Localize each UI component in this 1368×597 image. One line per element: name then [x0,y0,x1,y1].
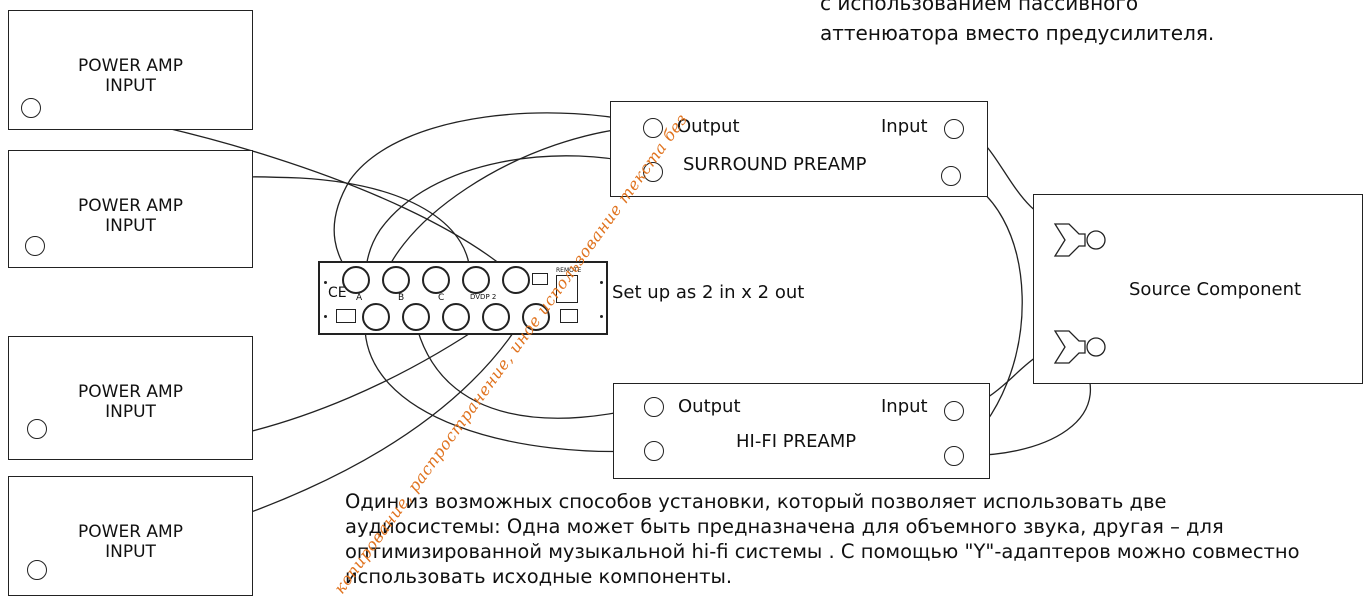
input-label-a: A [356,293,363,303]
input-label-c: C [438,293,445,303]
input-label-b: B [398,293,405,303]
preamp-title: HI-FI PREAMP [736,431,857,452]
caption-text: Один из возможных способов установки, ко… [345,490,1300,588]
knob-top-1[interactable] [342,266,370,294]
knob-top-4[interactable] [462,266,490,294]
screw-icon [324,315,327,318]
knob-top-3[interactable] [422,266,450,294]
cable [364,319,656,453]
input-label: Input [881,396,928,417]
input-jack-2[interactable] [944,446,964,466]
power-amp-subtitle: INPUT [105,216,156,236]
ce-mark: CE [328,285,347,301]
surround-preamp: Output Input SURROUND PREAMP [610,101,988,197]
power-amp-input-jack[interactable] [27,419,47,439]
source-component: Source Component [1033,194,1363,384]
output-label: Output [677,116,740,137]
knob-bottom-2[interactable] [402,303,430,331]
output-jack-1[interactable] [643,118,663,138]
input-label-dvdp: DVDP 2 [470,293,497,301]
top-note-line2: аттенюатора вместо предусилителя. [820,21,1215,45]
output-jack-2[interactable] [644,441,664,461]
input-jack-1[interactable] [944,401,964,421]
power-icon [336,309,356,323]
output-jack-1[interactable] [644,397,664,417]
output-jack-2[interactable] [643,162,663,182]
switch-icon [532,273,548,285]
output-label: Output [678,396,741,417]
setup-label: Set up as 2 in x 2 out [612,282,805,303]
screw-icon [600,315,603,318]
power-amp-subtitle: INPUT [105,542,156,562]
remote-window [556,275,578,303]
y-adapter-icon [1053,330,1106,364]
power-amp-title: POWER AMP [78,56,183,76]
jack-port [560,309,578,323]
knob-top-2[interactable] [382,266,410,294]
hifi-preamp: Output Input HI-FI PREAMP [613,383,990,479]
input-jack-2[interactable] [941,166,961,186]
power-amp-subtitle: INPUT [105,76,156,96]
knob-bottom-3[interactable] [442,303,470,331]
switcher-unit: CE A B C DVDP 2 REMOTE [318,261,608,335]
input-label: Input [881,116,928,137]
knob-top-5[interactable] [502,266,530,294]
input-jack-1[interactable] [944,119,964,139]
remote-label: REMOTE [556,267,582,274]
screw-icon [324,281,327,284]
top-note: с использованием пассивного аттенюатора … [820,0,1214,48]
cable [333,112,656,276]
power-amp-input-jack[interactable] [21,98,41,118]
preamp-title: SURROUND PREAMP [683,154,867,175]
power-amp-input-jack[interactable] [27,560,47,580]
knob-bottom-1[interactable] [362,303,390,331]
power-amp-input-jack[interactable] [25,236,45,256]
power-amp-subtitle: INPUT [105,402,156,422]
power-amp-title: POWER AMP [78,522,183,542]
top-note-line1: с использованием пассивного [820,0,1139,15]
source-label: Source Component [1129,279,1302,300]
power-amp-title: POWER AMP [78,196,183,216]
power-amp-title: POWER AMP [78,382,183,402]
knob-bottom-5[interactable] [522,303,550,331]
screw-icon [600,281,603,284]
knob-bottom-4[interactable] [482,303,510,331]
y-adapter-icon [1053,223,1106,257]
